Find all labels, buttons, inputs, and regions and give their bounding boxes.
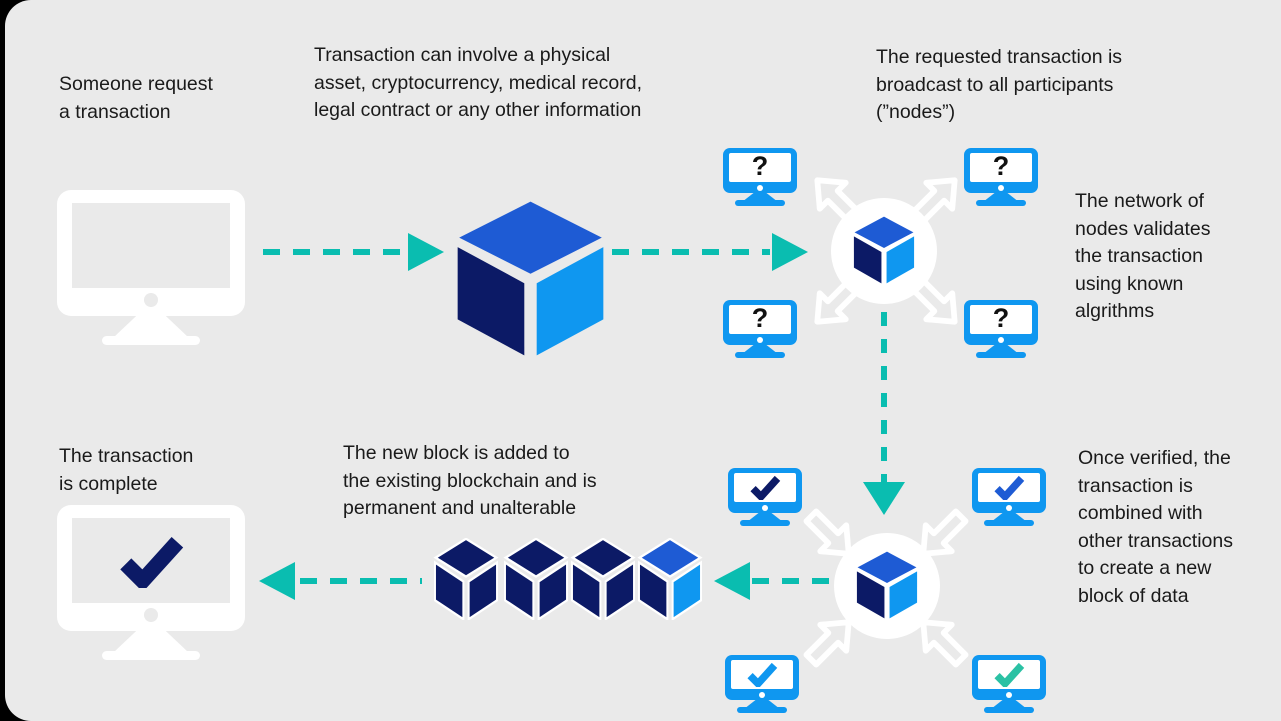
arrowhead-right-icon (408, 233, 444, 271)
monitor-stand (747, 513, 783, 522)
dashed-line-broadcast-to-verify (881, 312, 887, 482)
broadcast-arrow-ne-icon (899, 162, 974, 237)
node-monitor-check-icon (725, 655, 799, 713)
label-broadcast-nodes: The requested transaction is broadcast t… (876, 46, 1123, 123)
monitor-stand (991, 700, 1027, 709)
monitor-button (998, 185, 1004, 191)
monitor-base (976, 352, 1026, 358)
dashed-line-chain-to-complete (300, 578, 422, 584)
node-monitor-question-icon: ? (723, 300, 797, 358)
question-mark-icon: ? (992, 151, 1010, 181)
dashed-line-verify-to-chain (752, 578, 830, 584)
question-mark-icon: ? (992, 303, 1010, 333)
arrowhead-right-icon (772, 233, 808, 271)
monitor-screen (978, 660, 1040, 689)
checkmark-icon (750, 475, 781, 500)
monitor-button (762, 505, 768, 511)
monitor-base (740, 520, 790, 526)
monitor-button (1006, 505, 1012, 511)
monitor-base (735, 200, 785, 206)
broadcast-hub-circle (831, 198, 937, 304)
validate-arrow-ne-icon (793, 604, 868, 679)
new-chain-cube-icon (637, 538, 703, 620)
label-block-added: The new block is added to the existing b… (343, 442, 597, 519)
monitor-base (102, 651, 200, 660)
arrowhead-left-icon (714, 562, 750, 600)
monitor-screen (734, 473, 796, 502)
monitor-base (737, 707, 787, 713)
monitor-button (759, 692, 765, 698)
monitor-button (144, 293, 158, 307)
label-transaction-complete: The transaction is complete (59, 445, 194, 495)
chain-cube-icon (503, 538, 569, 620)
broadcast-arrow-nw-icon (799, 162, 874, 237)
monitor-stand (983, 193, 1019, 202)
monitor-screen: ? (970, 305, 1032, 334)
monitor-stand (991, 513, 1027, 522)
monitor-base (984, 520, 1034, 526)
validate-arrow-se-icon (793, 498, 868, 573)
monitor-button (757, 185, 763, 191)
monitor-base (984, 707, 1034, 713)
monitor-stand (744, 700, 780, 709)
label-combine-block: Once verified, the transaction is combin… (1078, 447, 1234, 607)
monitor-stand (114, 631, 188, 652)
chain-cube-icon (570, 538, 636, 620)
monitor-screen (978, 473, 1040, 502)
arrowhead-left-icon (259, 562, 295, 600)
monitor-screen (72, 203, 230, 288)
chain-cube-icon (433, 538, 499, 620)
monitor-stand (983, 345, 1019, 354)
verified-cube-icon (856, 551, 918, 619)
node-monitor-check-icon (728, 468, 802, 526)
monitor-button (998, 337, 1004, 343)
node-monitor-question-icon: ? (723, 148, 797, 206)
transaction-block-cube-icon (457, 201, 604, 356)
broadcast-arrow-sw-icon (799, 266, 874, 341)
broadcast-cube-icon (853, 216, 915, 284)
monitor-button (144, 608, 158, 622)
arrowhead-down-icon (863, 482, 905, 515)
node-monitor-question-icon: ? (964, 300, 1038, 358)
checkmark-icon (120, 537, 184, 588)
checkmark-icon (994, 475, 1025, 500)
label-transaction-asset: Transaction can involve a physical asset… (314, 44, 643, 121)
question-mark-icon: ? (751, 303, 769, 333)
monitor-screen: ? (970, 153, 1032, 182)
label-request-transaction: Someone request a transaction (59, 73, 213, 123)
monitor-base (735, 352, 785, 358)
monitor-base (102, 336, 200, 345)
validate-arrow-nw-icon (905, 604, 980, 679)
node-monitor-question-icon: ? (964, 148, 1038, 206)
dashed-line-request-to-block (263, 249, 408, 255)
monitor-stand (114, 316, 188, 337)
monitor-button (1006, 692, 1012, 698)
broadcast-arrow-se-icon (899, 266, 974, 341)
monitor-base (976, 200, 1026, 206)
monitor-screen: ? (729, 305, 791, 334)
dashed-line-block-to-broadcast (612, 249, 770, 255)
completed-computer-icon (57, 505, 245, 661)
monitor-stand (742, 345, 778, 354)
question-mark-icon: ? (751, 151, 769, 181)
node-monitor-check-icon (972, 468, 1046, 526)
monitor-stand (742, 193, 778, 202)
monitor-screen: ? (729, 153, 791, 182)
requester-computer-icon (57, 190, 245, 346)
label-network-validates: The network of nodes validates the trans… (1075, 190, 1211, 322)
checkmark-icon (994, 662, 1025, 687)
node-monitor-check-icon (972, 655, 1046, 713)
validate-arrow-sw-icon (905, 498, 980, 573)
checkmark-icon (747, 662, 778, 687)
monitor-button (757, 337, 763, 343)
monitor-screen (731, 660, 793, 689)
